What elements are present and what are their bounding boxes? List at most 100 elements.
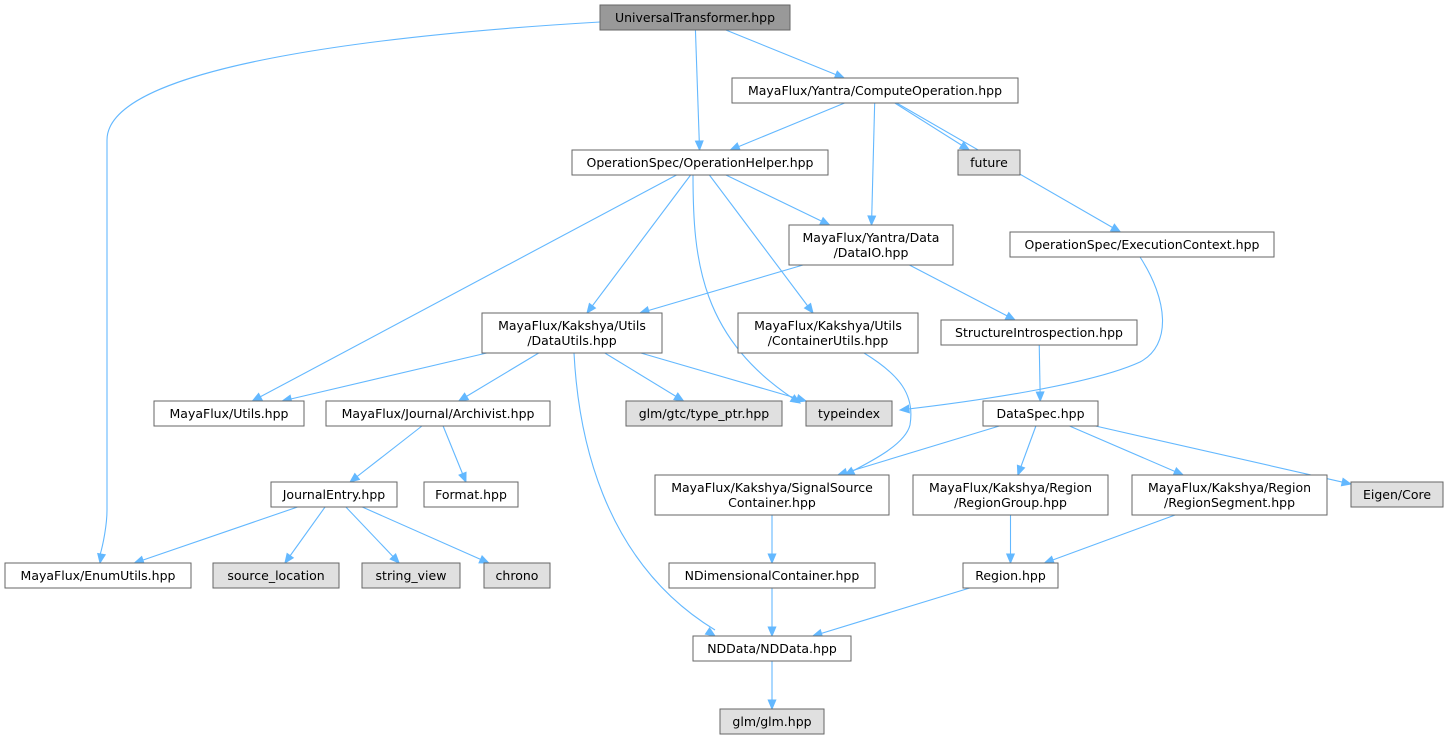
node-containerutils-box — [737, 312, 919, 354]
node-layer: UniversalTransformer.hppMayaFlux/Yantra/… — [4, 4, 1444, 735]
node-ophelper-box — [571, 149, 829, 176]
edge-datautils-to-archivist — [458, 352, 539, 402]
edge-datautils-to-typeindex — [640, 352, 807, 402]
node-journalentry-box — [270, 481, 398, 508]
node-compute-box — [731, 77, 1019, 104]
edge-dataspec-to-regiongroup-arrowhead — [1016, 464, 1026, 477]
node-typeindex-box — [805, 400, 893, 427]
edge-archivist-to-format — [442, 425, 467, 483]
node-typeptr-label: glm/gtc/type_ptr.hpp — [639, 406, 770, 421]
node-region[interactable]: Region.hpp — [962, 562, 1059, 589]
node-nddata-box — [692, 635, 852, 662]
edge-compute-to-ophelper — [730, 102, 845, 151]
node-signalsource-label: MayaFlux/Kakshya/SignalSource — [671, 480, 873, 495]
edge-root-to-ophelper — [694, 29, 701, 151]
node-utils[interactable]: MayaFlux/Utils.hpp — [153, 400, 305, 427]
edge-dataio-to-structintro — [909, 264, 1016, 321]
edge-regiongroup-to-region-arrowhead — [1005, 553, 1016, 565]
node-dataspec-box — [982, 400, 1099, 427]
node-ndimcontainer-box — [668, 562, 876, 589]
node-root[interactable]: UniversalTransformer.hpp — [599, 4, 791, 31]
node-format-box — [423, 481, 519, 508]
node-dataspec[interactable]: DataSpec.hpp — [982, 400, 1099, 427]
node-format-label: Format.hpp — [435, 487, 507, 502]
node-utils-box — [153, 400, 305, 427]
edge-root-to-compute — [725, 29, 845, 79]
edge-journalentry-to-chrono — [362, 506, 489, 564]
node-journalentry[interactable]: JournalEntry.hpp — [270, 481, 398, 508]
node-compute[interactable]: MayaFlux/Yantra/ComputeOperation.hpp — [731, 77, 1019, 104]
node-dataio-label: MayaFlux/Yantra/Data — [803, 230, 940, 245]
edge-ophelper-to-dataio — [725, 174, 830, 226]
edge-archivist-to-journalentry — [349, 425, 423, 483]
node-regiongroup-label: /RegionGroup.hpp — [954, 495, 1067, 510]
edge-ophelper-to-datautils-arrowhead — [586, 302, 597, 315]
edge-journalentry-to-sourcelocation-arrowhead — [284, 552, 295, 565]
node-ndimcontainer-label: NDimensionalContainer.hpp — [685, 568, 860, 583]
node-ophelper-label: OperationSpec/OperationHelper.hpp — [586, 155, 813, 170]
node-typeindex: typeindex — [805, 400, 893, 427]
node-containerutils-label: /ContainerUtils.hpp — [768, 333, 889, 348]
edge-regionsegment-to-region — [1044, 514, 1176, 564]
edge-ophelper-to-containerutils — [708, 174, 814, 314]
edge-root-to-enumutils-arrowhead — [97, 552, 107, 565]
edge-ophelper-to-datautils — [586, 174, 692, 314]
edge-ophelper-to-utils — [252, 174, 677, 402]
node-signalsource[interactable]: MayaFlux/Kakshya/SignalSourceContainer.h… — [654, 474, 890, 516]
node-eigen-label: Eigen/Core — [1363, 487, 1431, 502]
node-enumutils-box — [4, 562, 192, 589]
edge-region-to-nddata — [812, 587, 970, 637]
edge-compute-to-future-arrowhead — [958, 141, 971, 151]
node-regionsegment-label: MayaFlux/Kakshya/Region — [1148, 480, 1311, 495]
edge-archivist-to-journalentry-arrowhead — [349, 472, 361, 483]
node-regionsegment-box — [1131, 474, 1328, 516]
node-execctx-box — [1009, 231, 1275, 258]
node-future-label: future — [970, 155, 1008, 170]
edge-journalentry-to-enumutils — [134, 506, 298, 564]
edge-compute-to-future — [894, 102, 970, 151]
node-signalsource-box — [654, 474, 890, 516]
node-archivist-box — [325, 400, 551, 427]
node-nddata[interactable]: NDData/NDData.hpp — [692, 635, 852, 662]
node-ndimcontainer[interactable]: NDimensionalContainer.hpp — [668, 562, 876, 589]
node-regiongroup[interactable]: MayaFlux/Kakshya/Region/RegionGroup.hpp — [912, 474, 1109, 516]
node-enumutils[interactable]: MayaFlux/EnumUtils.hpp — [4, 562, 192, 589]
node-format[interactable]: Format.hpp — [423, 481, 519, 508]
node-datautils[interactable]: MayaFlux/Kakshya/Utils/DataUtils.hpp — [481, 312, 663, 354]
edge-archivist-to-format-arrowhead — [458, 471, 467, 484]
node-sourcelocation-box — [212, 562, 340, 589]
node-glm-label: glm/glm.hpp — [732, 714, 811, 729]
node-glm-box — [719, 708, 825, 735]
edge-journalentry-to-chrono-arrowhead — [478, 554, 490, 564]
edge-datautils-to-nddata-arrowhead — [704, 626, 717, 637]
edge-nddata-to-glm-arrowhead — [767, 699, 777, 711]
node-datautils-label: MayaFlux/Kakshya/Utils — [498, 318, 646, 333]
node-journalentry-label: JournalEntry.hpp — [282, 487, 386, 502]
node-regionsegment[interactable]: MayaFlux/Kakshya/Region/RegionSegment.hp… — [1131, 474, 1328, 516]
node-ophelper[interactable]: OperationSpec/OperationHelper.hpp — [571, 149, 829, 176]
edge-root-to-enumutils — [99, 21, 601, 556]
edge-dataspec-to-eigen — [1095, 425, 1352, 485]
node-structintro-label: StructureIntrospection.hpp — [955, 325, 1123, 340]
edge-datautils-to-typeptr-arrowhead — [673, 392, 685, 402]
edge-regionsegment-to-region-arrowhead — [1043, 555, 1055, 564]
node-future: future — [957, 149, 1021, 176]
node-chrono-box — [483, 562, 551, 589]
node-compute-label: MayaFlux/Yantra/ComputeOperation.hpp — [748, 83, 1002, 98]
node-archivist[interactable]: MayaFlux/Journal/Archivist.hpp — [325, 400, 551, 427]
node-eigen: Eigen/Core — [1350, 481, 1444, 508]
node-stringview: string_view — [361, 562, 461, 589]
node-glm: glm/glm.hpp — [719, 708, 825, 735]
edge-dataspec-to-regionsegment — [1069, 425, 1184, 476]
node-execctx[interactable]: OperationSpec/ExecutionContext.hpp — [1009, 231, 1275, 258]
edge-ophelper-to-utils-arrowhead — [251, 392, 263, 402]
node-containerutils[interactable]: MayaFlux/Kakshya/Utils/ContainerUtils.hp… — [737, 312, 919, 354]
edge-compute-to-execctx-arrowhead — [1109, 223, 1122, 233]
node-future-box — [957, 149, 1021, 176]
node-dataio[interactable]: MayaFlux/Yantra/Data/DataIO.hpp — [788, 224, 954, 266]
node-dataspec-label: DataSpec.hpp — [996, 406, 1084, 421]
node-structintro[interactable]: StructureIntrospection.hpp — [940, 319, 1138, 346]
node-sourcelocation-label: source_location — [227, 568, 324, 583]
node-archivist-label: MayaFlux/Journal/Archivist.hpp — [342, 406, 535, 421]
